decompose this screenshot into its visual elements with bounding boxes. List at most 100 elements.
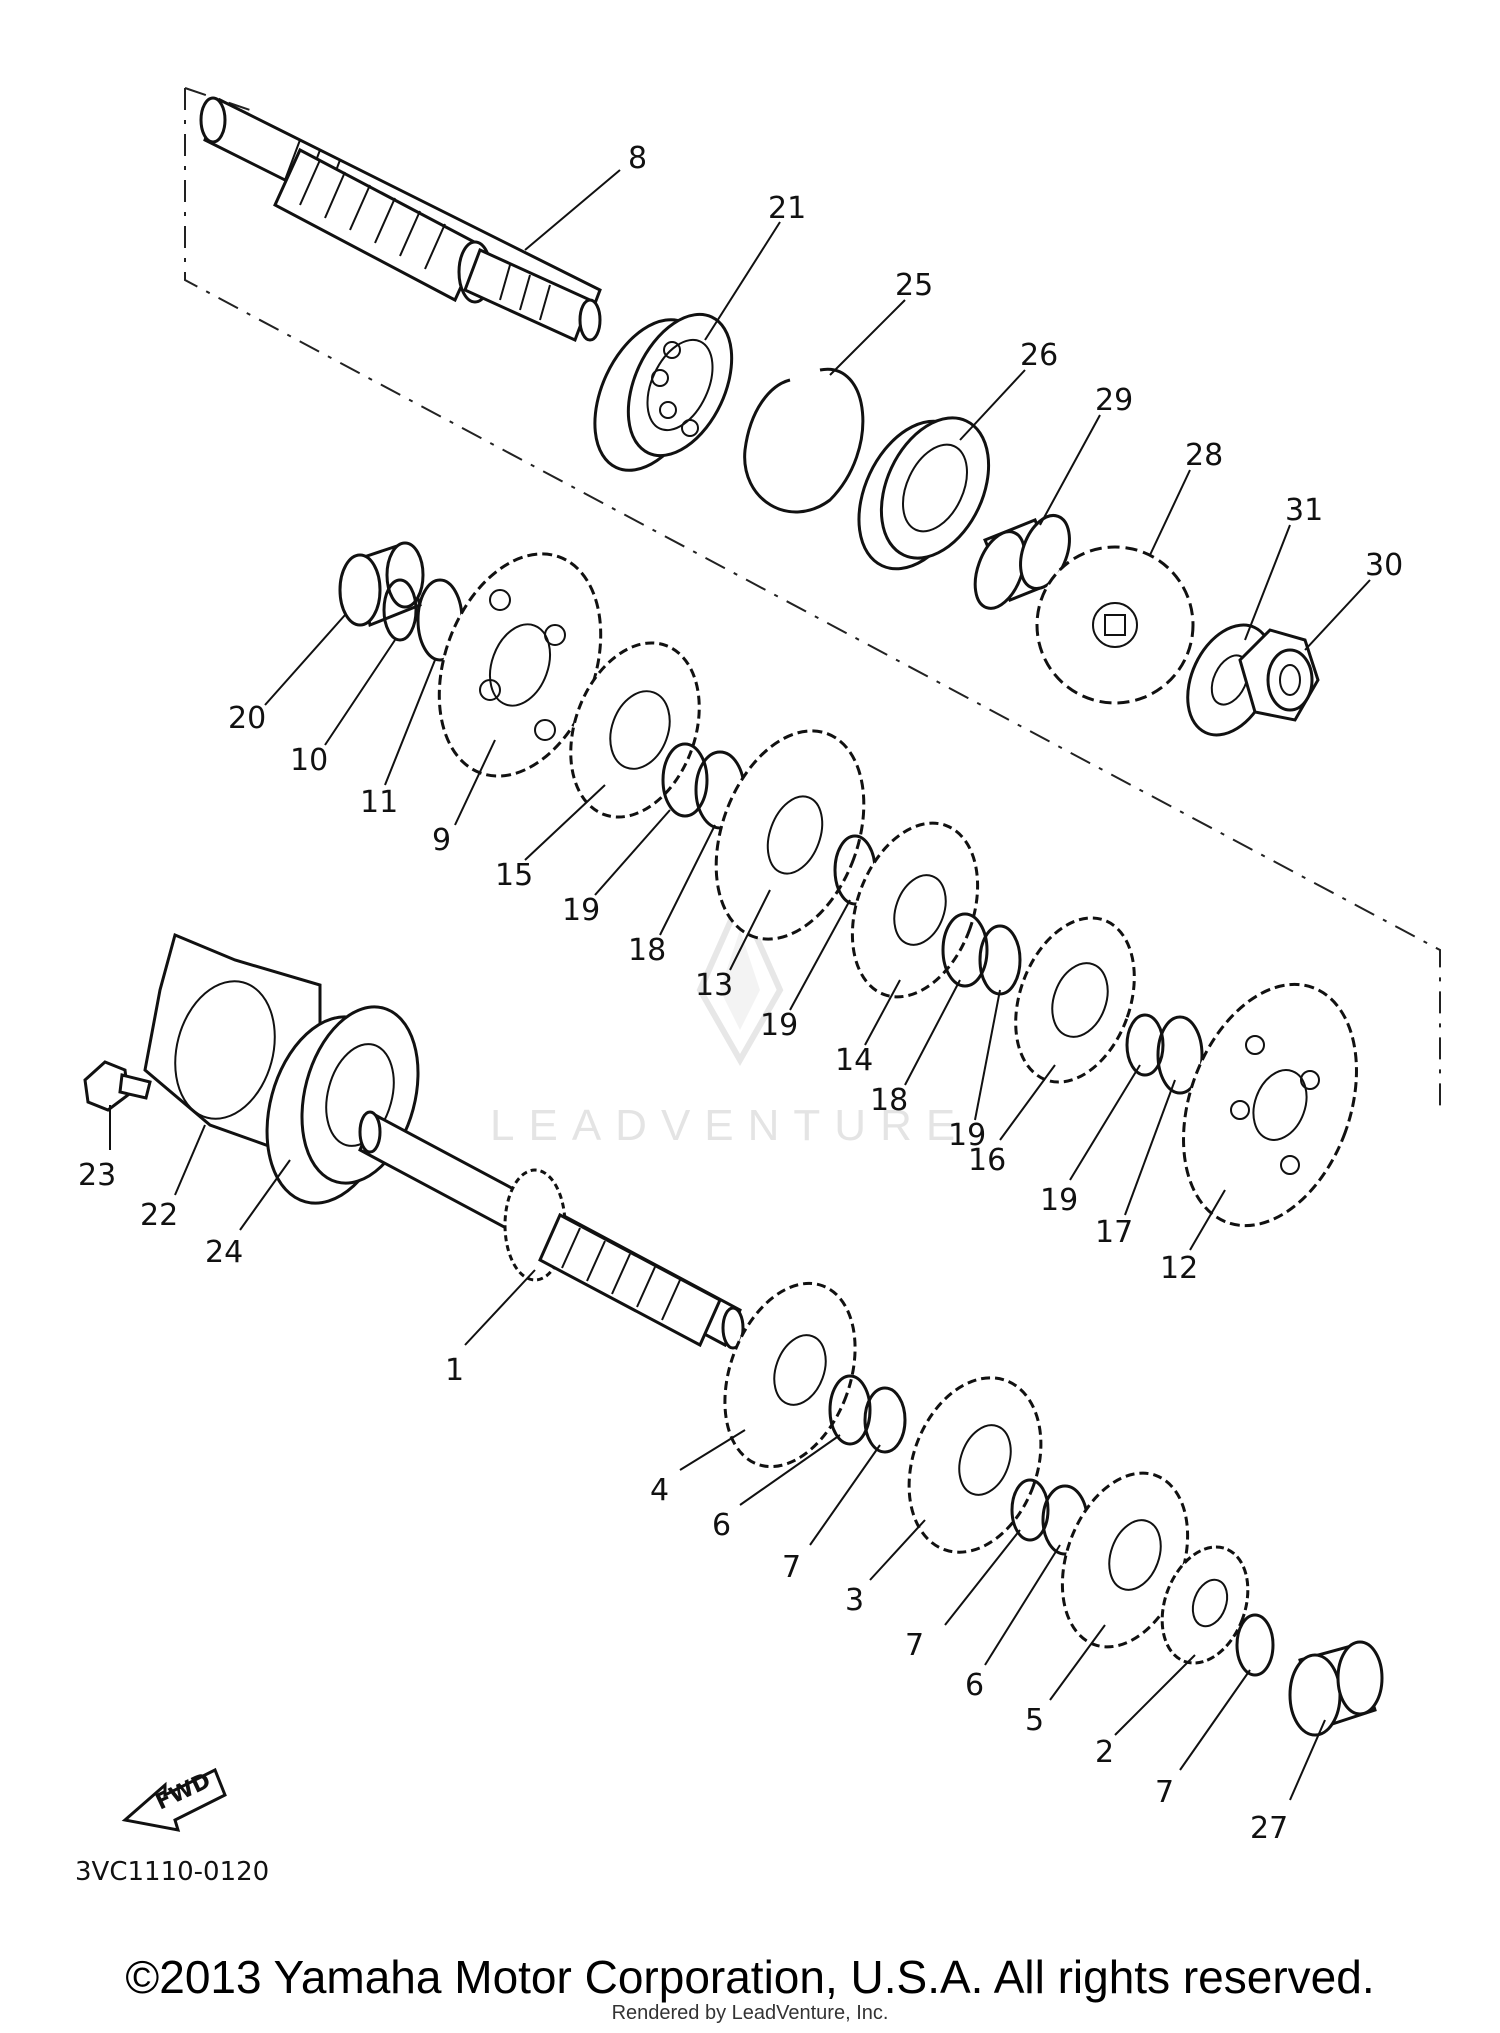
callout-leader-line: [524, 169, 621, 251]
callout-11[interactable]: 11: [360, 785, 398, 820]
callout-19[interactable]: 19: [1040, 1183, 1078, 1218]
callout-1[interactable]: 1: [445, 1353, 464, 1388]
main-axle-part-1: [358, 1110, 745, 1350]
bearing-part-20: [338, 541, 425, 628]
gear-part-13: [714, 729, 866, 941]
callout-leader-line: [594, 809, 671, 896]
assembly-boundary-line: [184, 88, 1441, 1110]
fwd-arrow-icon: FWD: [121, 1767, 227, 1832]
bearing-part-21: [593, 312, 734, 472]
callout-leader-line: [999, 1064, 1056, 1141]
callout-leader-line: [739, 1434, 841, 1506]
callout-5[interactable]: 5: [1025, 1703, 1044, 1738]
callout-7[interactable]: 7: [905, 1628, 924, 1663]
callout-6[interactable]: 6: [712, 1508, 731, 1543]
circlip-part-19: [661, 742, 709, 818]
bearing-part-27: [1288, 1640, 1384, 1737]
callout-26[interactable]: 26: [1020, 338, 1058, 373]
callout-18[interactable]: 18: [628, 933, 666, 968]
callout-leader-line: [1289, 1719, 1326, 1801]
callout-leader-line: [869, 1519, 926, 1581]
callout-14[interactable]: 14: [835, 1043, 873, 1078]
watermark-text: LEADVENTURE: [490, 1101, 969, 1150]
callout-21[interactable]: 21: [768, 191, 806, 226]
callout-leader-line: [454, 739, 496, 826]
callout-leader-line: [239, 1159, 291, 1231]
callout-leader-line: [1179, 1669, 1251, 1771]
callout-27[interactable]: 27: [1250, 1811, 1288, 1846]
gear-part-14: [850, 821, 980, 999]
gear-part-12: [1182, 982, 1358, 1228]
callout-25[interactable]: 25: [895, 268, 933, 303]
callout-4[interactable]: 4: [650, 1473, 669, 1508]
collar-part-29: [973, 514, 1071, 610]
circlip-part-7: [1010, 1478, 1050, 1542]
callout-20[interactable]: 20: [228, 701, 266, 736]
callout-leader-line: [984, 1544, 1061, 1666]
callout-leader-line: [1039, 414, 1101, 526]
callout-19[interactable]: 19: [562, 893, 600, 928]
circlip-part-19: [1125, 1013, 1165, 1077]
callout-16[interactable]: 16: [968, 1143, 1006, 1178]
callout-12[interactable]: 12: [1160, 1251, 1198, 1286]
sprocket-part-28: [1035, 545, 1195, 705]
callout-leader-line: [809, 1444, 881, 1546]
washer-part-18: [941, 912, 989, 988]
callout-leader-line: [829, 299, 906, 376]
callout-leader-line: [174, 1124, 206, 1196]
callout-18[interactable]: 18: [870, 1083, 908, 1118]
gear-part-2: [1160, 1545, 1250, 1665]
callout-7[interactable]: 7: [1155, 1775, 1174, 1810]
callout-30[interactable]: 30: [1365, 548, 1403, 583]
callout-6[interactable]: 6: [965, 1668, 984, 1703]
callout-22[interactable]: 22: [140, 1198, 178, 1233]
gear-part-15: [569, 641, 701, 819]
callout-leader-line: [1124, 1079, 1176, 1216]
callout-28[interactable]: 28: [1185, 438, 1223, 473]
callout-31[interactable]: 31: [1285, 493, 1323, 528]
callout-29[interactable]: 29: [1095, 383, 1133, 418]
callout-leader-line: [1149, 469, 1191, 556]
callout-leader-line: [904, 979, 961, 1086]
callout-8[interactable]: 8: [628, 141, 647, 176]
callout-3[interactable]: 3: [845, 1583, 864, 1618]
callout-leader-line: [1114, 1654, 1196, 1736]
callout-17[interactable]: 17: [1095, 1215, 1133, 1250]
washer-part-6: [828, 1374, 872, 1446]
callout-leader-line: [1304, 579, 1371, 651]
callout-13[interactable]: 13: [695, 968, 733, 1003]
callout-15[interactable]: 15: [495, 858, 533, 893]
watermark-logo: [696, 892, 784, 1067]
callout-2[interactable]: 2: [1095, 1735, 1114, 1770]
copyright-notice: ©2013 Yamaha Motor Corporation, U.S.A. A…: [125, 1951, 1375, 2003]
callout-leader-line: [679, 1429, 746, 1471]
callout-leader-line: [704, 221, 781, 341]
callout-19[interactable]: 19: [948, 1118, 986, 1153]
callout-leader-line: [789, 899, 851, 1011]
callout-leader-line: [1189, 1189, 1226, 1251]
gear-part-4: [723, 1281, 857, 1469]
callout-leader-line: [959, 369, 1026, 441]
callout-leader-line: [729, 889, 771, 971]
callout-leader-line: [524, 784, 606, 861]
callout-23[interactable]: 23: [78, 1158, 116, 1193]
callout-7[interactable]: 7: [782, 1550, 801, 1585]
callout-leader-line: [264, 614, 346, 706]
callout-leader-line: [1069, 1064, 1141, 1181]
callout-leader-line: [324, 639, 396, 746]
oil-seal-part-26: [857, 416, 991, 571]
callout-19[interactable]: 19: [760, 1008, 798, 1043]
circlip-part-7: [1235, 1613, 1275, 1677]
diagram-code: 3VC1110-0120: [75, 1857, 269, 1887]
callout-leader-line: [944, 1529, 1021, 1626]
callout-24[interactable]: 24: [205, 1235, 243, 1270]
bolt-part-23: [83, 1060, 152, 1112]
callout-9[interactable]: 9: [432, 823, 451, 858]
callout-leader-line: [1244, 524, 1291, 641]
circlip-part-7: [863, 1386, 907, 1454]
nut-part-30: [1238, 628, 1320, 722]
circlip-part-25: [743, 367, 865, 514]
gear-part-3: [907, 1376, 1043, 1554]
callout-10[interactable]: 10: [290, 743, 328, 778]
